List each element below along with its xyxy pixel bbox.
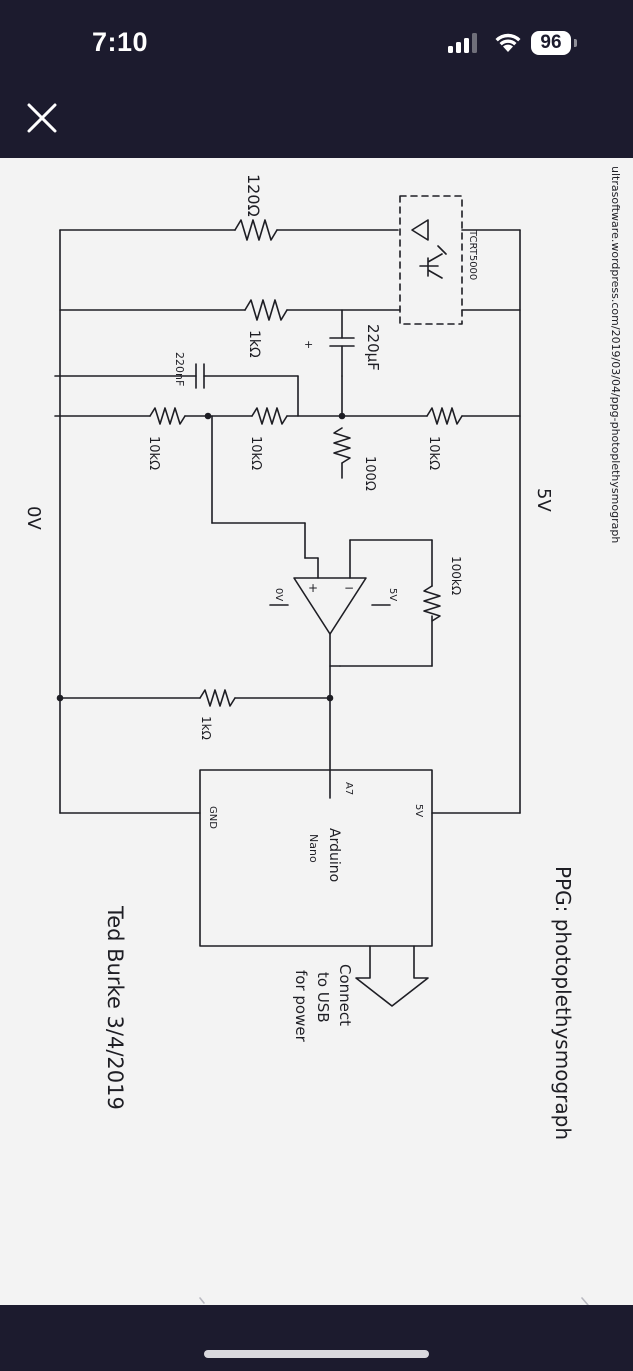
usb-arrow	[355, 945, 429, 1007]
status-bar: 7:10 96	[0, 0, 633, 88]
author-line: Ted Burke 3/4/2019	[103, 905, 127, 1110]
c-220nf-label: 220nF	[173, 352, 186, 386]
close-button[interactable]	[20, 96, 64, 140]
r-100k-label: 100kΩ	[449, 556, 463, 595]
cellular-signal-icon	[448, 33, 477, 53]
r-10k-a-label: 10kΩ	[146, 436, 161, 470]
home-indicator[interactable]	[204, 1350, 429, 1358]
sensor-tcrt5000	[399, 195, 463, 325]
r-100-label: 100Ω	[362, 456, 377, 491]
opamp	[293, 577, 367, 635]
r-1k-top-label: 1kΩ	[246, 330, 262, 358]
wifi-icon	[495, 33, 521, 52]
close-icon	[27, 103, 57, 133]
battery-nub	[574, 39, 577, 47]
r-120-label: 120Ω	[244, 174, 263, 217]
usb-note-1: Connect	[336, 964, 354, 1026]
resistor-10k-c	[426, 407, 463, 425]
schematic-drawing: ultrasoftware.wordpress.com/2019/03/04/p…	[23, 166, 622, 1305]
resistor-1k-top	[244, 299, 288, 321]
resistor-1k-bottom	[199, 689, 236, 707]
r-10k-b-label: 10kΩ	[248, 436, 263, 470]
arduino-label-1: Arduino	[326, 828, 342, 882]
opamp-minus-label: −	[344, 581, 354, 595]
resistor-100k	[423, 585, 441, 622]
status-time: 7:10	[92, 27, 149, 57]
rail-5v-label: 5V	[533, 488, 554, 512]
url-fragment: ultrasoftware.wordpress.com/2019/03/04/p…	[609, 166, 622, 543]
opamp-0v-label: 0V	[273, 588, 284, 601]
c-220uf-label: 220µF	[364, 324, 382, 371]
schematic-title: PPG: photoplethysmograph	[551, 866, 575, 1140]
r-1k-bottom-label: 1kΩ	[199, 716, 213, 740]
arduino-pin-a7: A7	[343, 782, 354, 795]
opamp-plus-label: +	[308, 581, 318, 595]
arduino-pin-5v: 5V	[413, 804, 424, 817]
usb-note-3: for power	[292, 970, 310, 1043]
r-10k-c-label: 10kΩ	[426, 436, 441, 470]
rail-0v-label: 0V	[23, 506, 44, 530]
arduino-pin-gnd: GND	[207, 806, 218, 829]
resistor-100	[333, 427, 351, 464]
cap-plus-label: +	[304, 338, 313, 351]
schematic-photo[interactable]: ultrasoftware.wordpress.com/2019/03/04/p…	[0, 158, 633, 1305]
usb-note-2: to USB	[314, 972, 332, 1023]
resistor-120	[234, 219, 278, 241]
opamp-5v-label: 5V	[387, 588, 398, 601]
arduino-label-2: Nano	[307, 834, 320, 863]
arduino-nano-box	[199, 769, 433, 947]
resistor-10k-a	[149, 407, 186, 425]
sensor-label: TCRT5000	[467, 229, 478, 280]
battery-indicator: 96	[531, 31, 571, 55]
resistor-10k-b	[251, 407, 288, 425]
